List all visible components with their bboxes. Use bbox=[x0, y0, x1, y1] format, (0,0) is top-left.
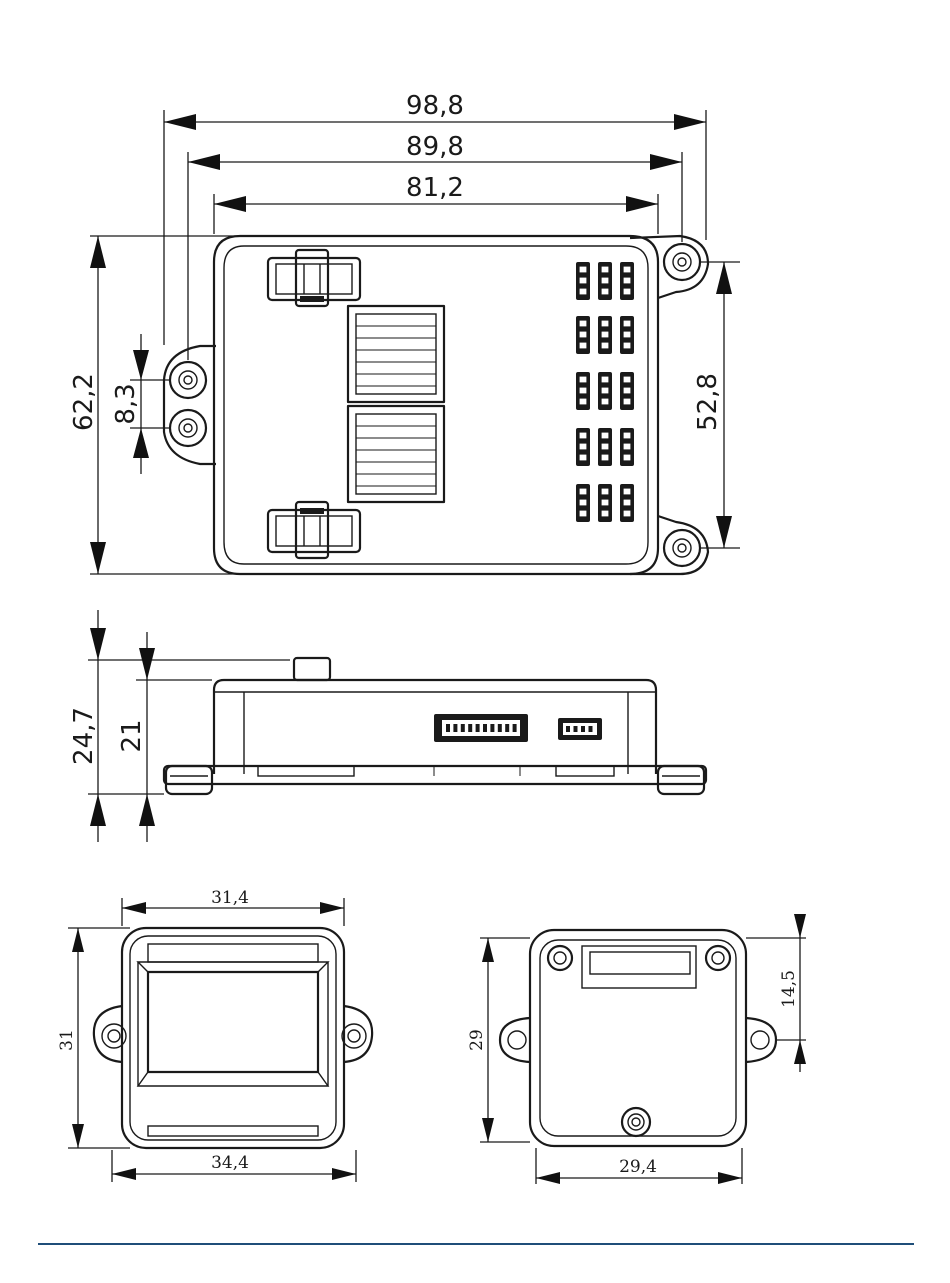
bottom-connector bbox=[268, 502, 360, 558]
dim-side-height-body: 21 bbox=[117, 719, 147, 752]
dim-width-body: 81,2 bbox=[406, 173, 464, 203]
dim-end-right-offset: 14,5 bbox=[779, 970, 799, 1008]
dim-end-right-width: 29,4 bbox=[619, 1157, 657, 1177]
dim-height-overall: 62,2 bbox=[69, 373, 99, 431]
dim-hole-spacing-right: 52,8 bbox=[693, 373, 723, 431]
side-right-foot bbox=[658, 766, 704, 794]
side-connector-large bbox=[434, 714, 528, 742]
dim-side-height-overall: 24,7 bbox=[69, 707, 99, 765]
heat-sink-upper bbox=[348, 306, 444, 402]
side-top-boss bbox=[294, 658, 330, 680]
end-view-right bbox=[500, 930, 776, 1146]
end-view-left bbox=[94, 928, 372, 1148]
side-connector-small bbox=[558, 718, 602, 740]
dim-width-overall: 98,8 bbox=[406, 91, 464, 121]
dim-hole-spacing-left: 8,3 bbox=[111, 383, 141, 424]
top-connector bbox=[268, 250, 360, 306]
side-view bbox=[164, 658, 706, 794]
side-left-foot bbox=[166, 766, 212, 794]
top-view bbox=[164, 236, 708, 574]
dim-end-left-width-bottom: 34,4 bbox=[211, 1153, 249, 1173]
right-top-lug bbox=[630, 236, 708, 298]
dim-end-left-height: 31 bbox=[57, 1029, 77, 1051]
servo-pin-headers bbox=[576, 262, 634, 522]
dim-end-left-width-top: 31,4 bbox=[211, 888, 249, 908]
side-base-plate bbox=[164, 766, 706, 784]
heat-sink-lower bbox=[348, 406, 444, 502]
right-bottom-lug bbox=[630, 516, 708, 574]
dim-end-right-height: 29 bbox=[467, 1029, 487, 1051]
dim-width-holes: 89,8 bbox=[406, 132, 464, 162]
